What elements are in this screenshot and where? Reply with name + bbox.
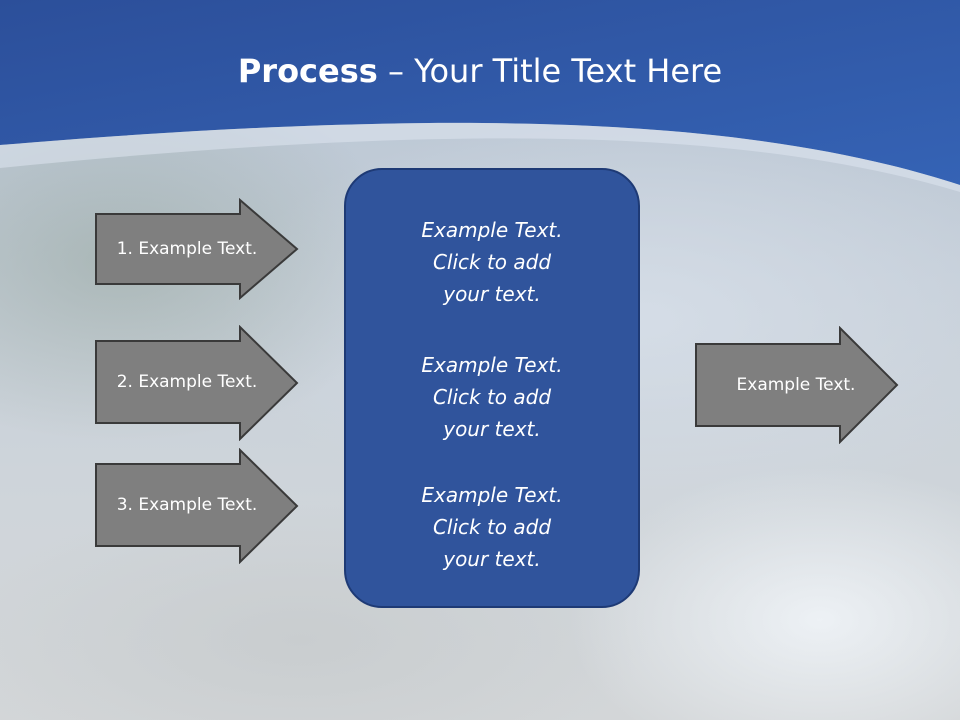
block-line: Click to add	[432, 515, 552, 539]
block-line: your text.	[443, 417, 541, 441]
input-arrow-2[interactable]	[94, 325, 300, 441]
block-line: Click to add	[432, 385, 552, 409]
center-text-block-2[interactable]: Example Text. Click to add your text.	[346, 349, 638, 445]
center-process-box[interactable]: Example Text. Click to add your text. Ex…	[344, 168, 640, 608]
title-bold: Process	[237, 52, 378, 90]
block-line: your text.	[443, 547, 541, 571]
center-text-block-1[interactable]: Example Text. Click to add your text.	[346, 214, 638, 310]
input-arrow-3[interactable]	[94, 448, 300, 564]
slide-title: Process – Your Title Text Here	[0, 52, 960, 90]
input-arrow-label-1: 1. Example Text.	[116, 239, 258, 259]
block-line: Example Text.	[421, 218, 563, 242]
center-text-block-3[interactable]: Example Text. Click to add your text.	[346, 479, 638, 575]
title-rest: – Your Title Text Here	[377, 52, 723, 90]
output-arrow-label: Example Text.	[736, 375, 856, 395]
block-line: Click to add	[432, 250, 552, 274]
header-banner	[0, 0, 960, 192]
block-line: Example Text.	[421, 353, 563, 377]
block-line: Example Text.	[421, 483, 563, 507]
input-arrow-label-2: 2. Example Text.	[116, 372, 258, 392]
output-arrow[interactable]	[694, 326, 900, 444]
block-line: your text.	[443, 282, 541, 306]
input-arrow-1[interactable]	[94, 198, 300, 300]
input-arrow-label-3: 3. Example Text.	[116, 495, 258, 515]
